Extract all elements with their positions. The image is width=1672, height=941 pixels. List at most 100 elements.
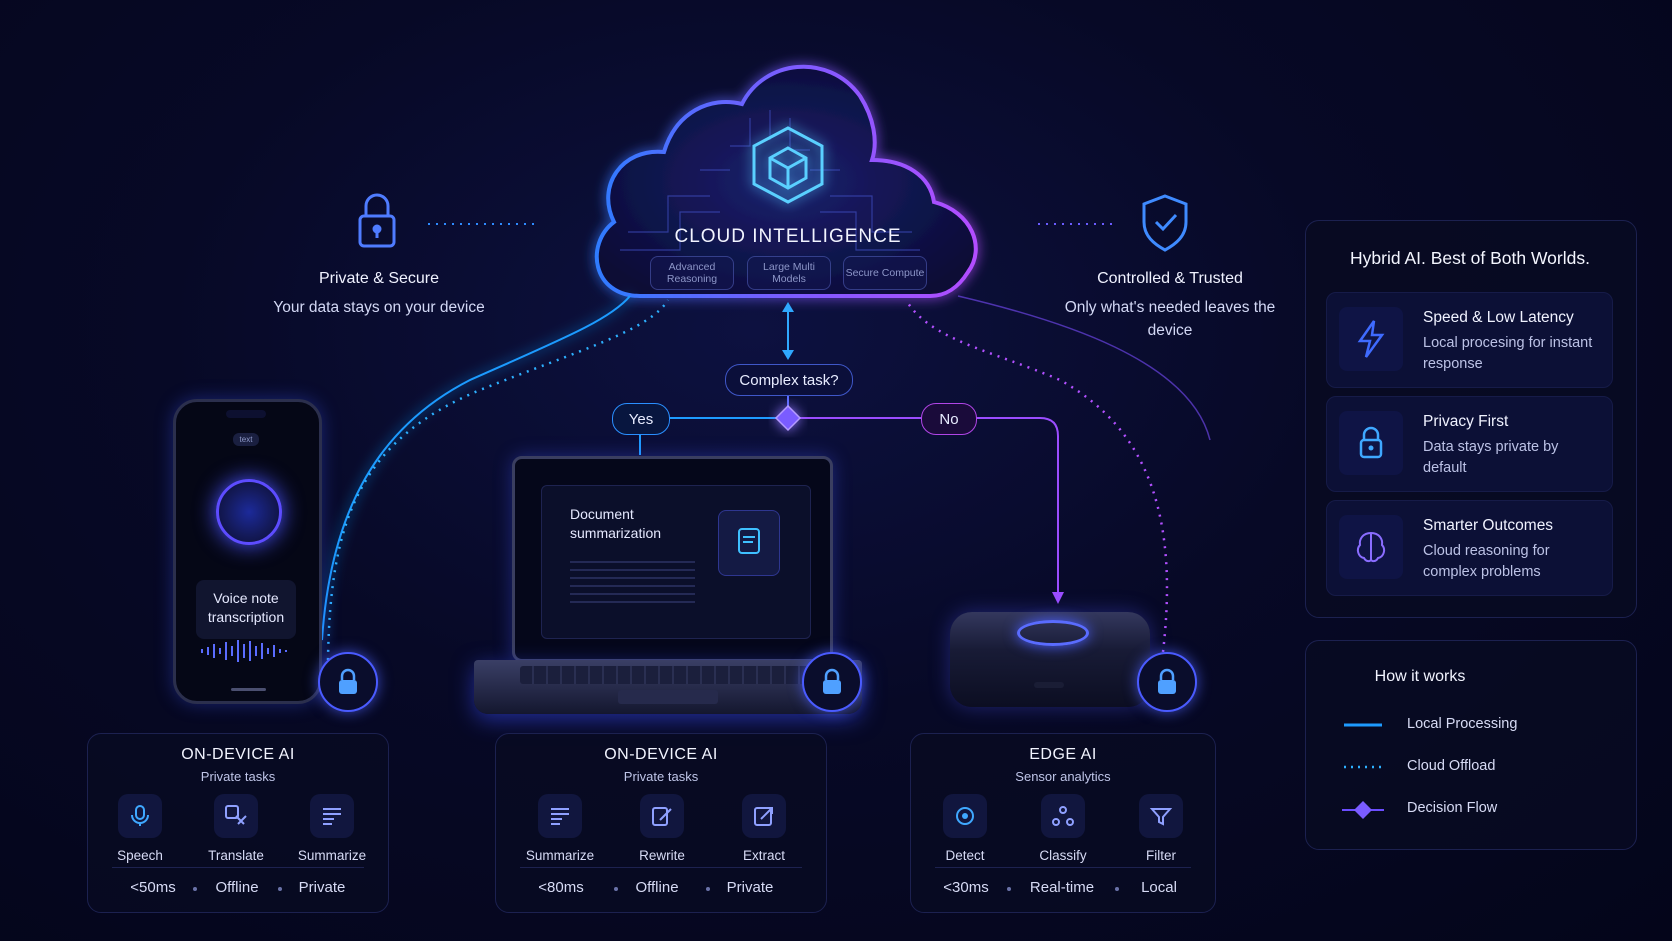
chip-advanced-reasoning: Advanced Reasoning	[650, 256, 734, 290]
tool-detect: Detect	[925, 794, 1005, 863]
lightning-icon	[1339, 307, 1403, 371]
stat-offline: Offline	[635, 879, 679, 896]
tool-summarize: Summarize	[520, 794, 600, 863]
lock-icon	[1339, 411, 1403, 475]
lock-icon-top	[358, 193, 396, 248]
tool-speech: Speech	[100, 794, 180, 863]
classify-icon	[1041, 794, 1085, 838]
feature-desc: Local procesing for instant response	[1423, 335, 1593, 372]
chip-secure-compute: Secure Compute	[843, 256, 927, 290]
document-summarization-label: Document summarization	[570, 506, 662, 541]
laptop-keyboard	[520, 666, 816, 684]
summarize-icon	[538, 794, 582, 838]
phone-notch	[226, 410, 266, 418]
brain-icon	[1339, 515, 1403, 579]
lock-icon	[339, 668, 357, 694]
phone-home-bar	[231, 688, 266, 691]
card-title: ON-DEVICE AI	[604, 746, 718, 763]
lock-badge-edge	[1137, 652, 1197, 712]
stat-dot	[706, 887, 710, 891]
controlled-trusted-desc: Only what's needed leaves the device	[1064, 299, 1276, 339]
stat-latency: <50ms	[130, 879, 176, 896]
feature-title: Privacy First	[1423, 413, 1509, 430]
legend-swatches	[1342, 723, 1384, 819]
lock-badge-laptop	[802, 652, 862, 712]
stat-latency: <80ms	[538, 879, 584, 896]
decision-diamond	[774, 404, 802, 432]
rewrite-icon	[640, 794, 684, 838]
tool-translate: Translate	[196, 794, 276, 863]
card-title: EDGE AI	[1029, 746, 1097, 763]
stat-local: Local	[1141, 879, 1177, 896]
card-title: ON-DEVICE AI	[181, 746, 295, 763]
phone-device: text Voice note transcription	[173, 399, 322, 704]
tool-rewrite: Rewrite	[622, 794, 702, 863]
feature-title: Smarter Outcomes	[1423, 517, 1554, 534]
stat-dot	[614, 887, 618, 891]
card-divider	[520, 867, 802, 868]
phone-chip: text	[233, 433, 259, 446]
document-ai-icon	[718, 510, 780, 576]
laptop-base	[474, 660, 862, 714]
cloud-title: CLOUD INTELLIGENCE	[674, 226, 902, 247]
private-secure-title: Private & Secure	[318, 270, 440, 287]
shield-icon	[1142, 194, 1188, 252]
tool-summarize: Summarize	[292, 794, 372, 863]
edge-light-ring	[1017, 620, 1089, 646]
tool-extract: Extract	[724, 794, 804, 863]
card-subtitle: Private tasks	[623, 769, 699, 784]
tool-label: Classify	[1039, 848, 1087, 863]
laptop-trackpad	[618, 690, 718, 704]
stat-dot	[1115, 887, 1119, 891]
waveform-icon	[201, 640, 287, 662]
tool-label: Detect	[945, 848, 985, 863]
card-subtitle: Private tasks	[200, 769, 276, 784]
tool-classify: Classify	[1023, 794, 1103, 863]
card-divider	[112, 867, 364, 868]
cloud-shape	[594, 64, 978, 298]
no-label: No	[921, 403, 977, 435]
chip-large-models: Large Multi Models	[747, 256, 831, 290]
filter-icon	[1139, 794, 1183, 838]
cube-icon	[752, 126, 824, 204]
legend-decision-flow: Decision Flow	[1407, 800, 1498, 816]
card-edge-ai: EDGE AI Sensor analytics Detect Classify…	[910, 733, 1216, 913]
feature-smarter: Smarter Outcomes Cloud reasoning for com…	[1326, 500, 1613, 596]
stat-dot	[278, 887, 282, 891]
card-on-device-phone: ON-DEVICE AI Private tasks Speech Transl…	[87, 733, 389, 913]
tool-label: Filter	[1146, 848, 1176, 863]
voice-note-card: Voice note transcription	[196, 580, 296, 639]
panel-title: Hybrid AI. Best of Both Worlds.	[1350, 248, 1590, 268]
feature-title: Speed & Low Latency	[1423, 309, 1574, 326]
card-subtitle: Sensor analytics	[1015, 769, 1111, 784]
how-it-works-title: How it works	[1374, 668, 1466, 685]
stat-dot	[1007, 887, 1011, 891]
document-text-lines	[570, 555, 695, 603]
extract-icon	[742, 794, 786, 838]
stat-private: Private	[298, 879, 346, 896]
lock-icon	[1158, 668, 1176, 694]
controlled-trusted-title: Controlled & Trusted	[1097, 270, 1243, 287]
stat-realtime: Real-time	[1029, 879, 1095, 896]
detect-icon	[943, 794, 987, 838]
tool-label: Extract	[742, 848, 785, 863]
feature-speed: Speed & Low Latency Local procesing for …	[1326, 292, 1613, 388]
lock-badge-phone	[318, 652, 378, 712]
stat-private: Private	[726, 879, 774, 896]
microphone-icon	[118, 794, 162, 838]
stat-latency: <30ms	[943, 879, 989, 896]
feature-desc: Data stays private by default	[1423, 439, 1559, 476]
stat-offline: Offline	[215, 879, 259, 896]
summarize-icon	[310, 794, 354, 838]
private-secure-desc: Your data stays on your device	[273, 299, 485, 316]
complex-task-question: Complex task?	[725, 364, 853, 396]
tool-label: Summarize	[525, 848, 595, 863]
translate-icon	[214, 794, 258, 838]
lock-icon	[823, 668, 841, 694]
yes-label: Yes	[612, 403, 670, 435]
tool-filter: Filter	[1121, 794, 1201, 863]
tool-label: Rewrite	[639, 848, 685, 863]
ai-orb-icon	[216, 479, 282, 545]
card-divider	[935, 867, 1191, 868]
